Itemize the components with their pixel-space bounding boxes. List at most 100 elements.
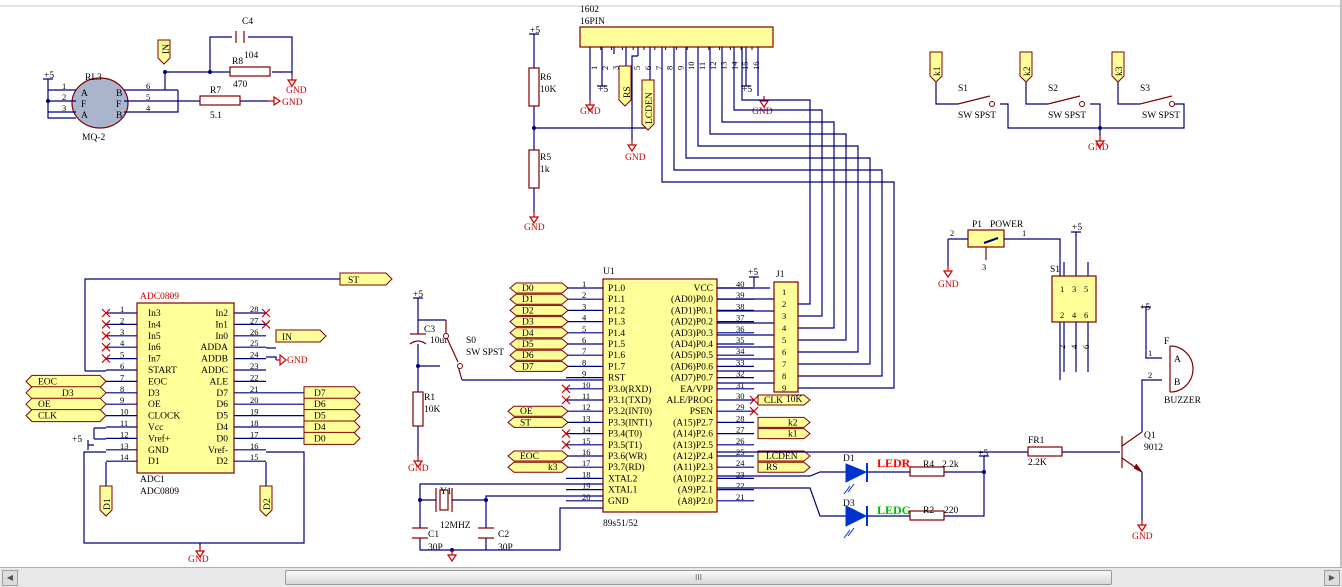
mq-pin-f1: F xyxy=(81,100,86,110)
lcd-pin-11: 11 xyxy=(697,62,707,70)
scroll-right-arrow-icon[interactable]: ▶ xyxy=(1324,570,1340,586)
vcc-leds: +5 xyxy=(978,449,988,459)
lcd-pins-label: 16PIN xyxy=(580,17,605,27)
s2-label: S2 xyxy=(1048,84,1058,94)
svg-text:CLK: CLK xyxy=(38,412,57,422)
adc-pin-27: 27 xyxy=(250,315,259,325)
s1b-bot2: 2 xyxy=(1057,345,1067,349)
u1-pin-34: 34 xyxy=(736,346,745,356)
gnd-rst: GND xyxy=(408,464,429,474)
adc-pin-14: 14 xyxy=(120,452,129,462)
tag-adc-right-3: D4 xyxy=(303,420,361,434)
svg-text:k1: k1 xyxy=(933,66,943,76)
led-circuit: D1 LEDR D3 LEDG R4 2.2k R2 220 +5 xyxy=(717,449,990,539)
gnd-buzzer: GND xyxy=(1132,532,1153,542)
mq-num-5: 5 xyxy=(146,92,150,102)
adc-pin-name-10: CLOCK xyxy=(148,412,180,422)
adc-pin-5: 5 xyxy=(120,350,124,360)
gnd-switches: GND xyxy=(1088,143,1109,153)
schematic-canvas[interactable]: RL3 MQ-2 A F A B F B 1 2 3 6 5 4 +5 C4 1… xyxy=(0,0,1342,567)
u1-pin-19: 19 xyxy=(582,481,591,491)
lcd-pin-9: 9 xyxy=(675,66,685,70)
adc-pin-name-15: D2 xyxy=(216,457,228,467)
u1-pin-name-20: GND xyxy=(608,497,629,507)
mq-num-6: 6 xyxy=(146,81,150,91)
u1-pin-name-39: (AD0)P0.0 xyxy=(671,294,713,305)
tag-adc-left-0: EOC xyxy=(25,374,107,388)
u1-pin-29: 29 xyxy=(736,402,745,412)
adc-pin-25: 25 xyxy=(250,338,259,348)
horizontal-scrollbar[interactable]: ◀ III ▶ xyxy=(0,567,1342,587)
u1-pin-name-35: (AD4)P0.4 xyxy=(671,339,713,350)
u1-pin-4: 4 xyxy=(582,313,587,323)
r4-value: 2.2k xyxy=(942,460,959,470)
u1-pin-30: 30 xyxy=(736,391,745,401)
svg-text:D3: D3 xyxy=(62,389,74,399)
adc-pin-22: 22 xyxy=(250,372,259,382)
adc-pin-name-27: In1 xyxy=(215,320,228,330)
crystal-circuit: Y1 Y1 12MHZ C1 30P C2 30P xyxy=(412,483,603,562)
u1-pin-16: 16 xyxy=(582,447,591,457)
adc-pin-26: 26 xyxy=(250,327,259,337)
lcd-pin-3: 3 xyxy=(611,66,621,70)
u1-pin-name-7: P1.6 xyxy=(608,351,625,361)
svg-text:OE: OE xyxy=(38,400,51,410)
adc-pin-6: 6 xyxy=(120,361,124,371)
adc-pin-name-13: GND xyxy=(148,446,169,456)
svg-text:D1: D1 xyxy=(103,498,113,510)
mq-pin-a1: A xyxy=(81,89,88,99)
adc-pin-1: 1 xyxy=(120,304,124,314)
adc-pin-4: 4 xyxy=(120,338,125,348)
adc-pin-12: 12 xyxy=(120,429,129,439)
lcd-data-bus xyxy=(661,47,895,389)
svg-text:RS: RS xyxy=(766,463,778,473)
svg-text:D5: D5 xyxy=(522,340,534,350)
u1-pin-name-31: EA/VPP xyxy=(680,385,713,395)
u1-pin-5: 5 xyxy=(582,324,586,334)
lcd-pin-15: 15 xyxy=(740,62,750,71)
svg-text:ST: ST xyxy=(348,276,359,286)
adc-pin-name-19: D5 xyxy=(216,412,228,422)
mq-num-4: 4 xyxy=(146,103,151,113)
s1b-pin5: 5 xyxy=(1084,284,1088,294)
adc-pin-name-3: In5 xyxy=(148,332,161,342)
j1-pin-4: 4 xyxy=(782,323,787,333)
adc-pin-28: 28 xyxy=(250,304,259,314)
r2-label: R2 xyxy=(923,506,934,516)
u1-pin-2: 2 xyxy=(582,290,586,300)
u1-pin-31: 31 xyxy=(736,380,745,390)
tag-u1-d1: D1 xyxy=(509,293,569,305)
svg-text:LCDEN: LCDEN xyxy=(766,452,798,462)
u1-pin-22: 22 xyxy=(736,481,745,491)
lcd-pin-5: 5 xyxy=(632,66,642,70)
scroll-thumb[interactable]: III xyxy=(285,570,1112,585)
svg-text:LCDEN: LCDEN xyxy=(645,92,655,124)
r7-value: 5.1 xyxy=(210,111,222,121)
u1-pin-name-23: (A10)P2.2 xyxy=(673,473,713,484)
fr1-label: FR1 xyxy=(1028,436,1045,446)
s1b-pin2: 2 xyxy=(1060,310,1064,320)
gnd-r7: GND xyxy=(282,98,303,108)
svg-text:D2: D2 xyxy=(263,498,273,510)
svg-text:D1: D1 xyxy=(522,295,534,305)
tag-u1-d6: D6 xyxy=(509,349,569,361)
svg-text:RS: RS xyxy=(623,86,633,98)
svg-text:OE: OE xyxy=(520,407,533,417)
u1-pin-39: 39 xyxy=(736,290,745,300)
adc-pin-name-7: EOC xyxy=(148,377,167,387)
lcd-pin-12: 12 xyxy=(708,62,718,71)
svg-text:D3: D3 xyxy=(522,318,534,328)
svg-text:D4: D4 xyxy=(522,329,534,339)
u1-pin-6: 6 xyxy=(582,335,586,345)
c3-label: C3 xyxy=(424,325,435,335)
j1-pin-8: 8 xyxy=(782,371,786,381)
adc-pin-16: 16 xyxy=(250,441,259,451)
u1-pin-1: 1 xyxy=(582,279,586,289)
u1-pin-name-5: P1.4 xyxy=(608,329,625,339)
svg-text:D0: D0 xyxy=(522,284,534,294)
svg-text:D7: D7 xyxy=(522,362,534,372)
scroll-left-arrow-icon[interactable]: ◀ xyxy=(2,570,18,586)
u1-pin-3: 3 xyxy=(582,301,586,311)
